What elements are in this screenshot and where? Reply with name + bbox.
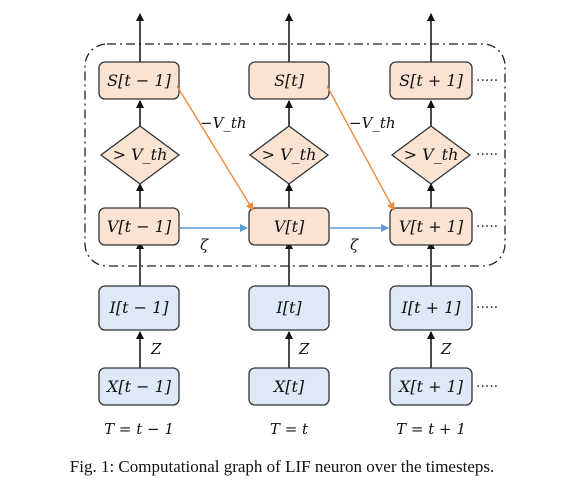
figure-caption: Fig. 1: Computational graph of LIF neuro… — [70, 457, 494, 476]
timestep-label: T = t — [270, 420, 309, 438]
timestep-label: T = t − 1 — [104, 420, 174, 438]
input-node — [248, 367, 330, 406]
weight-label: Z — [440, 340, 452, 358]
reset-label-1: −V_th — [200, 114, 247, 132]
spike-node — [248, 61, 330, 100]
threshold-node — [99, 125, 181, 185]
threshold-label: > V_th — [113, 145, 168, 164]
column-t-minus-1: S[t − 1] > V_th V[t − 1] I[t − 1] Z X[t … — [98, 13, 181, 438]
current-node — [248, 285, 330, 331]
input-node — [389, 367, 473, 406]
input-label: X[t] — [272, 377, 305, 396]
spike-node — [98, 61, 180, 100]
reset-arrow-1 — [176, 85, 254, 211]
neuron-boundary — [84, 43, 506, 267]
decay-label-2: ζ — [350, 236, 359, 254]
input-label: X[t + 1] — [397, 377, 464, 396]
spike-node — [389, 61, 473, 100]
continuation-dots-voltage: ····· — [476, 219, 498, 235]
continuation-dots-spike: ····· — [476, 73, 498, 89]
voltage-node — [248, 207, 330, 246]
current-label: I[t + 1] — [401, 298, 462, 317]
column-t: S[t] > V_th V[t] I[t] Z X[t] T = t — [248, 13, 330, 438]
spike-label: S[t] — [274, 71, 305, 90]
current-label: I[t − 1] — [109, 298, 170, 317]
current-label: I[t] — [275, 298, 302, 317]
reset-label-2: −V_th — [349, 114, 396, 132]
spike-label: S[t + 1] — [399, 71, 463, 90]
voltage-label: V[t] — [274, 217, 305, 236]
decay-label-1: ζ — [200, 236, 209, 254]
threshold-node — [390, 125, 472, 185]
voltage-node — [389, 207, 473, 246]
continuation-dots-threshold: ····· — [476, 147, 498, 163]
voltage-node — [98, 207, 180, 246]
current-node — [98, 285, 180, 331]
continuation-dots-current: ····· — [476, 300, 498, 316]
column-t-plus-1: S[t + 1] > V_th V[t + 1] I[t + 1] Z X[t … — [389, 13, 473, 438]
reset-arrow-2 — [326, 85, 395, 211]
timestep-label: T = t + 1 — [396, 420, 466, 438]
continuation-dots-input: ····· — [476, 379, 498, 395]
weight-label: Z — [298, 340, 310, 358]
voltage-label: V[t + 1] — [399, 217, 464, 236]
weight-label: Z — [150, 340, 162, 358]
spike-label: S[t − 1] — [107, 71, 171, 90]
threshold-label: > V_th — [262, 145, 317, 164]
threshold-label: > V_th — [404, 145, 459, 164]
current-node — [389, 285, 473, 331]
threshold-node — [248, 125, 330, 185]
input-node — [98, 367, 180, 406]
input-label: X[t − 1] — [105, 377, 172, 396]
voltage-label: V[t − 1] — [107, 217, 172, 236]
